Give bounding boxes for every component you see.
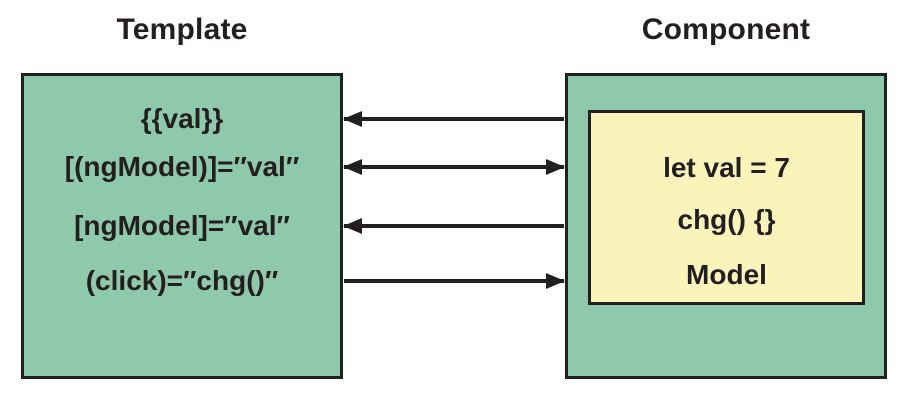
arrowhead-right-icon (546, 159, 565, 175)
arrow-line (344, 279, 564, 283)
component-box-title: Component (641, 13, 811, 46)
arrowhead-right-icon (546, 273, 565, 289)
binding-arrow-interpolation (343, 111, 565, 127)
model-box: let val = 7 chg() {} Model (588, 110, 865, 305)
binding-two-way: [(ngModel)]=″val″ (64, 151, 300, 182)
model-line-val: let val = 7 (663, 152, 790, 183)
model-line-label: Model (686, 259, 767, 290)
binding-interpolation: {{val}} (140, 103, 224, 134)
binding-arrow-event (343, 273, 565, 289)
template-box: {{val}} [(ngModel)]=″val″ [ngModel]=″val… (21, 73, 343, 379)
model-line-chg: chg() {} (677, 204, 776, 235)
binding-event: (click)=″chg()″ (85, 265, 279, 296)
binding-arrow-two-way (343, 159, 565, 175)
component-box: let val = 7 chg() {} Model (565, 73, 887, 379)
arrow-line (344, 165, 564, 169)
arrow-line (344, 117, 564, 121)
binding-arrow-property (343, 218, 565, 234)
template-box-title: Template (116, 13, 248, 46)
arrow-line (344, 224, 564, 228)
binding-property: [ngModel]=″val″ (74, 210, 290, 241)
